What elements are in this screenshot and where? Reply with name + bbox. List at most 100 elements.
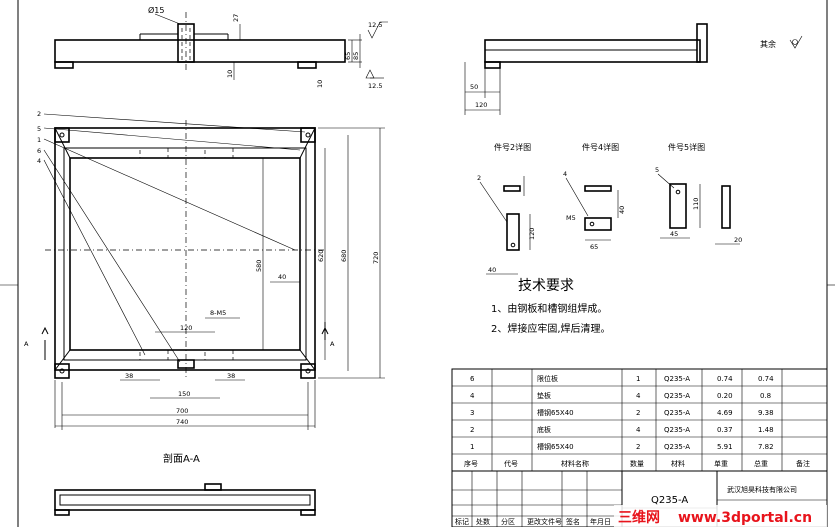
- frame-inner: [69, 157, 301, 351]
- title-block-border: [451, 470, 828, 527]
- detail-title-5: 件号5详图: [668, 142, 705, 152]
- dim-680: 680: [340, 250, 348, 262]
- frame-outer: [54, 127, 316, 371]
- bolt-hole: [305, 368, 311, 374]
- roughness-symbol-2: [365, 69, 375, 79]
- cell-total: 0.74: [758, 375, 774, 383]
- leader: [657, 173, 675, 189]
- tb-label: 年月日: [590, 517, 611, 526]
- detail-title-2: 件号2详图: [494, 142, 531, 152]
- leader-6: [43, 149, 181, 363]
- cell-qty: 2: [636, 443, 640, 451]
- dim-120: 120: [180, 324, 192, 332]
- table-row: 4 垫板 4 Q235-A 0.20 0.8: [470, 391, 771, 400]
- detail-5-plate: [669, 183, 687, 229]
- detail-callout-4: 4: [563, 170, 567, 178]
- callout-6: 6: [37, 147, 41, 155]
- base-plate-tl: [54, 127, 70, 143]
- dim-detail4-65: 65: [590, 243, 598, 251]
- cell-no: 3: [470, 409, 474, 417]
- leader-line: [154, 13, 181, 25]
- frame-corner: [54, 349, 71, 371]
- cell-name: 底板: [537, 425, 551, 434]
- dim-detail5-20: 20: [734, 236, 742, 244]
- header-cell: 备注: [796, 459, 810, 468]
- detail-5-side: [721, 185, 731, 229]
- cell-no: 1: [470, 443, 474, 451]
- other-roughness-label: 其余: [760, 39, 776, 49]
- leader: [565, 177, 589, 217]
- section-foot-left: [54, 509, 70, 516]
- detail-2-side: [503, 185, 521, 192]
- title-company: 武汉旭昊科技有限公司: [727, 485, 797, 494]
- bolt-hole: [589, 221, 595, 227]
- cell-qty: 4: [636, 426, 641, 434]
- cell-unit: 0.37: [717, 426, 733, 434]
- leader-1: [43, 138, 296, 251]
- cell-total: 7.82: [758, 443, 774, 451]
- frame-corner: [299, 127, 316, 159]
- top-view: Ø15 27 65 85 10 10 12.5 12.5: [54, 5, 388, 90]
- leader-5: [43, 127, 301, 151]
- top-view-channel: [54, 39, 346, 63]
- detail-part2: 件号2详图 2 120 40: [477, 142, 536, 275]
- top-view-foot-right: [297, 61, 317, 69]
- callout-4: 4: [37, 157, 41, 165]
- dim-50: 50: [470, 83, 478, 91]
- dim-10b: 10: [316, 80, 324, 88]
- cell-name: 槽钢65X40: [537, 442, 574, 451]
- cell-qty: 1: [636, 375, 640, 383]
- cell-qty: 2: [636, 409, 640, 417]
- thread-m5: M5: [566, 214, 576, 222]
- bolt-hole: [59, 132, 65, 138]
- cell-mat: Q235-A: [664, 443, 690, 451]
- dim-740: 740: [176, 418, 188, 426]
- roughness-circle: [792, 39, 798, 45]
- tb-label: 分区: [501, 517, 515, 526]
- pad-top-right: [204, 147, 234, 159]
- cell-qty: 4: [636, 392, 641, 400]
- bom-table: 6 限位板 1 Q235-A 0.74 0.74 4 垫板 4 Q235-A 0…: [451, 368, 828, 472]
- header-cell: 代号: [504, 459, 518, 468]
- section-arrow: [321, 326, 329, 335]
- pad-top-left: [139, 147, 169, 159]
- watermark: 三维网 www.3dportal.cn: [614, 505, 827, 527]
- pad-bottom-left: [139, 349, 169, 361]
- bolt-hole: [59, 368, 65, 374]
- section-a-right: A: [330, 340, 335, 348]
- detail-callout-2: 2: [477, 174, 481, 182]
- side-view-channel: [484, 39, 701, 63]
- table-row: 3 槽钢65X40 2 Q235-A 4.69 9.38: [470, 408, 774, 417]
- pad-bottom-right: [204, 349, 234, 361]
- cell-no: 4: [470, 392, 475, 400]
- cell-total: 0.8: [760, 392, 771, 400]
- callout-1: 1: [37, 136, 41, 144]
- tb-label: 处数: [476, 517, 490, 526]
- detail-part4: 件号4详图 4 M5 40 65: [563, 142, 626, 251]
- base-plate-br: [300, 363, 316, 379]
- cell-unit: 4.69: [717, 409, 733, 417]
- callout-2: 2: [37, 110, 41, 118]
- cell-unit: 0.20: [717, 392, 733, 400]
- section-a-left: A: [24, 340, 29, 348]
- cell-mat: Q235-A: [664, 375, 690, 383]
- side-view: 50 120 其余: [464, 23, 803, 115]
- leader-4: [43, 159, 146, 356]
- cell-name: 垫板: [537, 391, 551, 400]
- header-cell: 单重: [714, 459, 728, 468]
- tech-item-2: 2、焊接应牢固,焊后清理。: [491, 322, 611, 335]
- front-view: 2 5 1 6 4 580 620 680 720 40 120 8-M5 38…: [24, 110, 385, 430]
- dim-720: 720: [372, 252, 380, 264]
- tech-item-1: 1、由钢板和槽钢组焊成。: [491, 302, 607, 315]
- roughness-symbol-other: [789, 35, 803, 49]
- frame-corner: [299, 349, 316, 371]
- dim-detail2-120: 120: [528, 228, 536, 240]
- frame-corner: [54, 127, 71, 159]
- side-view-limit-plate: [696, 23, 708, 63]
- dim-detail2-40: 40: [488, 266, 496, 274]
- detail-4-plate: [584, 217, 612, 231]
- cell-unit: 5.91: [717, 443, 733, 451]
- section-channel: [54, 489, 316, 511]
- dim-120: 120: [475, 101, 487, 109]
